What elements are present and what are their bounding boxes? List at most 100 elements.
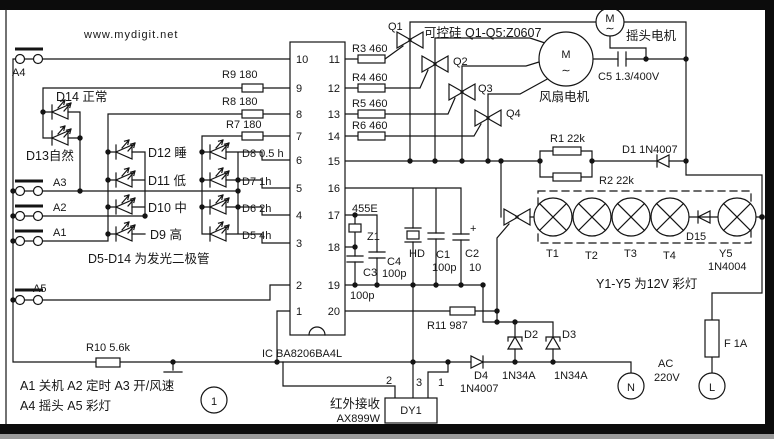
capacitor-c1-label: C1: [436, 249, 450, 261]
ac-label-line1: AC: [658, 358, 673, 370]
triac-q3-label: Q3: [478, 83, 493, 95]
fuse: [704, 319, 720, 358]
led-d13-label: D13自然: [26, 148, 74, 163]
resistor-r2-label: R2 22k: [599, 175, 634, 187]
ic-pin-12: 12: [328, 83, 340, 95]
ic-pin-numbers: 10 9 8 7 6 5 4 3 2 1 11 12 13 14 15 16 1…: [296, 54, 340, 318]
capacitor-c2-label: C2: [465, 248, 479, 260]
ic-pin-19: 19: [328, 280, 340, 292]
ic-pin-5: 5: [296, 183, 302, 195]
lamp-y5-label: Y5: [719, 248, 732, 260]
fan-motor-m: M: [561, 49, 570, 61]
site-title: www.mydigit.net: [83, 29, 178, 41]
terminal-n: N: [617, 372, 645, 400]
diode-d4: [470, 355, 484, 369]
triac-q4-label: Q4: [506, 108, 521, 120]
fan-motor: M ∼: [538, 31, 594, 87]
switch-a4-label: A4: [12, 67, 25, 79]
led-d5-label: D5 4h: [242, 230, 271, 242]
ic-pin-20: 20: [328, 306, 340, 318]
terminal-n-label: N: [627, 382, 635, 394]
fan-motor-wave: ∼: [561, 65, 570, 77]
capacitor-c4-value: 100p: [382, 268, 406, 280]
capacitor-c3-value: 100p: [350, 290, 374, 302]
legend-line1: A1 关机 A2 定时 A3 开/风速: [20, 378, 175, 393]
resistor-r4-label: R4 460: [352, 72, 387, 84]
diode-d3-label: D3: [562, 329, 576, 341]
ic-pin-1: 1: [296, 306, 302, 318]
lamp-note: Y1-Y5 为12V 彩灯: [596, 277, 697, 291]
diode-d15-label: D15: [686, 231, 706, 243]
ic-pin-10: 10: [296, 54, 308, 66]
triac-note: 可控硅 Q1-Q5:Z0607: [424, 26, 541, 40]
oscillator-network: [346, 223, 470, 263]
led-d14-label: D14 正常: [56, 90, 107, 104]
ic-pin-17: 17: [328, 210, 340, 222]
led-note: D5-D14 为发光二极管: [88, 251, 210, 266]
led-d10-label: D10 中: [148, 200, 187, 215]
capacitor-c3-label: C3: [363, 267, 377, 279]
figure-number-badge: 1: [200, 386, 228, 414]
resistor-symbols: [95, 54, 582, 368]
capacitor-c4-label: C4: [387, 256, 401, 268]
ic-body: [289, 41, 346, 336]
ir-pin2-label: 2: [386, 375, 392, 387]
led-d9-label: D9 高: [150, 227, 182, 242]
switch-a3: [13, 179, 45, 197]
ir-pin1-label: 1: [438, 377, 444, 389]
diode-d1: [656, 154, 670, 168]
diode-d2-part: 1N34A: [502, 370, 536, 382]
switch-a4: [13, 47, 45, 65]
oscillating-motor: M ∼: [595, 7, 625, 37]
terminal-l: L: [698, 372, 726, 400]
resistor-r3-label: R3 460: [352, 43, 387, 55]
resonator-455e-label: 455E: [352, 203, 378, 215]
ir-pin3-label: 3: [416, 377, 422, 389]
osc-motor-label: 摇头电机: [626, 29, 677, 43]
ir-box-label: DY1: [400, 405, 421, 417]
switch-a2: [13, 204, 45, 222]
lamp-y5-part: 1N4004: [708, 261, 747, 273]
ir-receiver-part: AX899W: [337, 413, 381, 425]
ic-pin-16: 16: [328, 183, 340, 195]
led-d7-label: D7 1h: [242, 176, 271, 188]
switch-a1-label: A1: [53, 227, 66, 239]
ir-receiver-box: DY1: [384, 397, 438, 424]
diode-d4-part: 1N4007: [460, 383, 499, 395]
diode-d4-label: D4: [474, 370, 488, 382]
led-d11-label: D11 低: [148, 174, 186, 188]
diode-d2: [507, 336, 523, 350]
lamp-t2-label: T2: [585, 250, 598, 262]
ic-pin-3: 3: [296, 238, 302, 250]
osc-motor-m: M: [605, 13, 614, 25]
ic-pin-2: 2: [296, 280, 302, 292]
led-d8-label: D8 0.5 h: [242, 148, 284, 160]
led-d12-label: D12 睡: [148, 146, 187, 160]
switch-a3-label: A3: [53, 177, 66, 189]
figure-number: 1: [211, 396, 217, 408]
lamp-t1-label: T1: [546, 248, 559, 260]
ic-pin-4: 4: [296, 210, 302, 222]
capacitor-c5: [617, 51, 627, 67]
resistor-r5-label: R5 460: [352, 98, 387, 110]
ic-pin-6: 6: [296, 155, 302, 167]
wiring-right: [282, 21, 763, 399]
ac-label-line2: 220V: [654, 372, 680, 384]
triac-q5: [503, 208, 531, 226]
capacitor-c1-value: 100p: [432, 262, 456, 274]
diode-d3-part: 1N34A: [554, 370, 588, 382]
lamp-t4-label: T4: [663, 250, 676, 262]
resistor-r7-label: R7 180: [226, 119, 261, 131]
ic-pin-7: 7: [296, 131, 302, 143]
ic-pin-15: 15: [328, 156, 340, 168]
led-d6-label: D6 2h: [242, 203, 271, 215]
ic-pin-13: 13: [328, 109, 340, 121]
triac-q2-label: Q2: [453, 56, 468, 68]
diode-d3: [545, 336, 561, 350]
capacitor-c2-plus: +: [470, 223, 476, 235]
triac-q1-label: Q1: [388, 21, 403, 33]
ic-pin-9: 9: [296, 83, 302, 95]
switch-a1: [13, 229, 45, 247]
